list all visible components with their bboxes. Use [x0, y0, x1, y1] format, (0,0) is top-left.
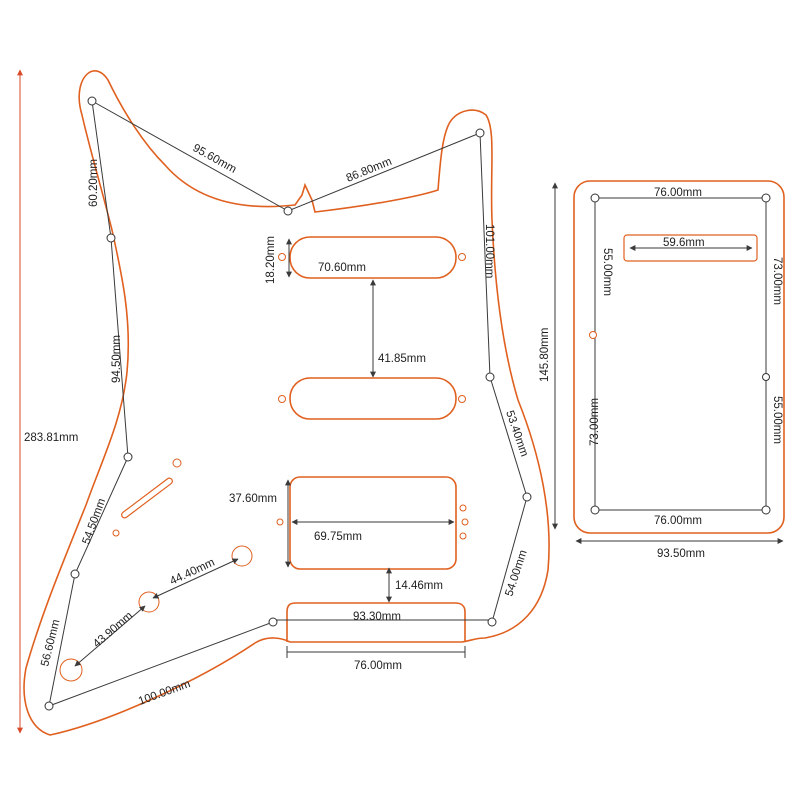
pickguard-screw-hole	[485, 372, 495, 382]
humbucker-height-label: 37.60mm	[229, 493, 277, 505]
backplate-right-upper-label: 73.00mm	[771, 257, 783, 305]
pickguard-screw-hole	[475, 128, 485, 138]
pickguard-screw-hole	[487, 617, 497, 627]
pickguard-screw-hole	[44, 701, 54, 711]
backplate-slot	[623, 234, 758, 262]
pickup-mount-hole	[276, 518, 284, 526]
backplate-bottom-span-label: 76.00mm	[654, 515, 702, 527]
backplate-top-span-label: 76.00mm	[654, 187, 702, 199]
switch-slot	[121, 477, 173, 519]
pickguard-screw-hole	[123, 452, 133, 462]
pickup-mount-hole	[458, 253, 466, 261]
pickup-mount-hole	[459, 504, 467, 512]
right-lower-label: 54.00mm	[503, 549, 529, 598]
pickup-mount-hole	[459, 532, 467, 540]
backplate-screw-hole	[590, 505, 600, 515]
pickup-gap-label: 41.85mm	[378, 353, 426, 365]
pickguard-screw-hole	[106, 233, 116, 243]
pickup-mount-hole	[461, 518, 469, 526]
backplate-screw-frame	[594, 197, 767, 511]
knob-hole	[231, 545, 253, 567]
right-upper-label: 101.00mm	[483, 224, 495, 278]
pickguard-screw-hole	[283, 206, 293, 216]
top-horn-label: 95.60mm	[191, 142, 239, 176]
pickup-height-label: 18.20mm	[265, 236, 277, 284]
pickguard-outline	[23, 70, 550, 736]
pickguard-screw-hole	[70, 569, 80, 579]
left-mid-label: 94.50mm	[111, 335, 123, 383]
pickguard-screw-hole	[268, 617, 278, 627]
pickup-mount-hole	[458, 395, 466, 403]
backplate-screw-hole	[590, 193, 600, 203]
bottom-left-label: 56.60mm	[39, 618, 62, 667]
upper-right-label: 86.80mm	[345, 156, 394, 185]
backplate-width-label: 93.50mm	[657, 548, 705, 560]
bottom-diagonal-label: 100.00mm	[137, 678, 192, 708]
backplate-slot-label: 59.6mm	[663, 237, 705, 249]
humbucker-opening	[289, 476, 457, 570]
backplate-height-label: 145.80mm	[539, 328, 551, 382]
pickup-mount-hole	[278, 395, 286, 403]
backplate-left-lower-label: 73.00mm	[589, 398, 601, 446]
backplate-outline	[573, 180, 785, 534]
right-perimeter-line	[479, 132, 528, 623]
neck-cutout	[286, 602, 466, 642]
pickguard-screw-hole	[522, 492, 532, 502]
backplate-screw-hole	[589, 331, 597, 339]
knob-spacing-1-label: 43.90mm	[91, 610, 135, 651]
backplate-left-upper-label: 55.00mm	[601, 248, 613, 296]
backplate-screw-hole	[761, 193, 771, 203]
pickguard-screw-hole	[87, 96, 97, 106]
switch-screw-hole	[172, 458, 182, 468]
switch-screw-hole	[112, 529, 120, 537]
left-upper-label: 60.20mm	[88, 159, 100, 207]
knob-spacing-line-2	[152, 558, 239, 599]
neck-pickup-opening	[289, 236, 457, 279]
middle-pickup-opening	[289, 377, 457, 420]
neck-cutout-width-label: 76.00mm	[354, 660, 402, 672]
neck-cutout-top-label: 93.30mm	[353, 611, 401, 623]
humbucker-to-cutout-label: 14.46mm	[395, 580, 443, 592]
backplate-right-lower-label: 55.00mm	[771, 396, 783, 444]
left-lower-label: 54.50mm	[81, 497, 109, 546]
backplate-screw-hole	[762, 373, 770, 381]
pickup-length-label: 70.60mm	[318, 262, 366, 274]
humbucker-length-label: 69.75mm	[314, 531, 362, 543]
bottom-diagonal-line	[48, 621, 274, 707]
knob-spacing-line-1	[74, 605, 146, 667]
pickup-mount-hole	[278, 253, 286, 261]
overall-height-label: 283.81mm	[24, 432, 78, 444]
backplate-screw-hole	[761, 505, 771, 515]
